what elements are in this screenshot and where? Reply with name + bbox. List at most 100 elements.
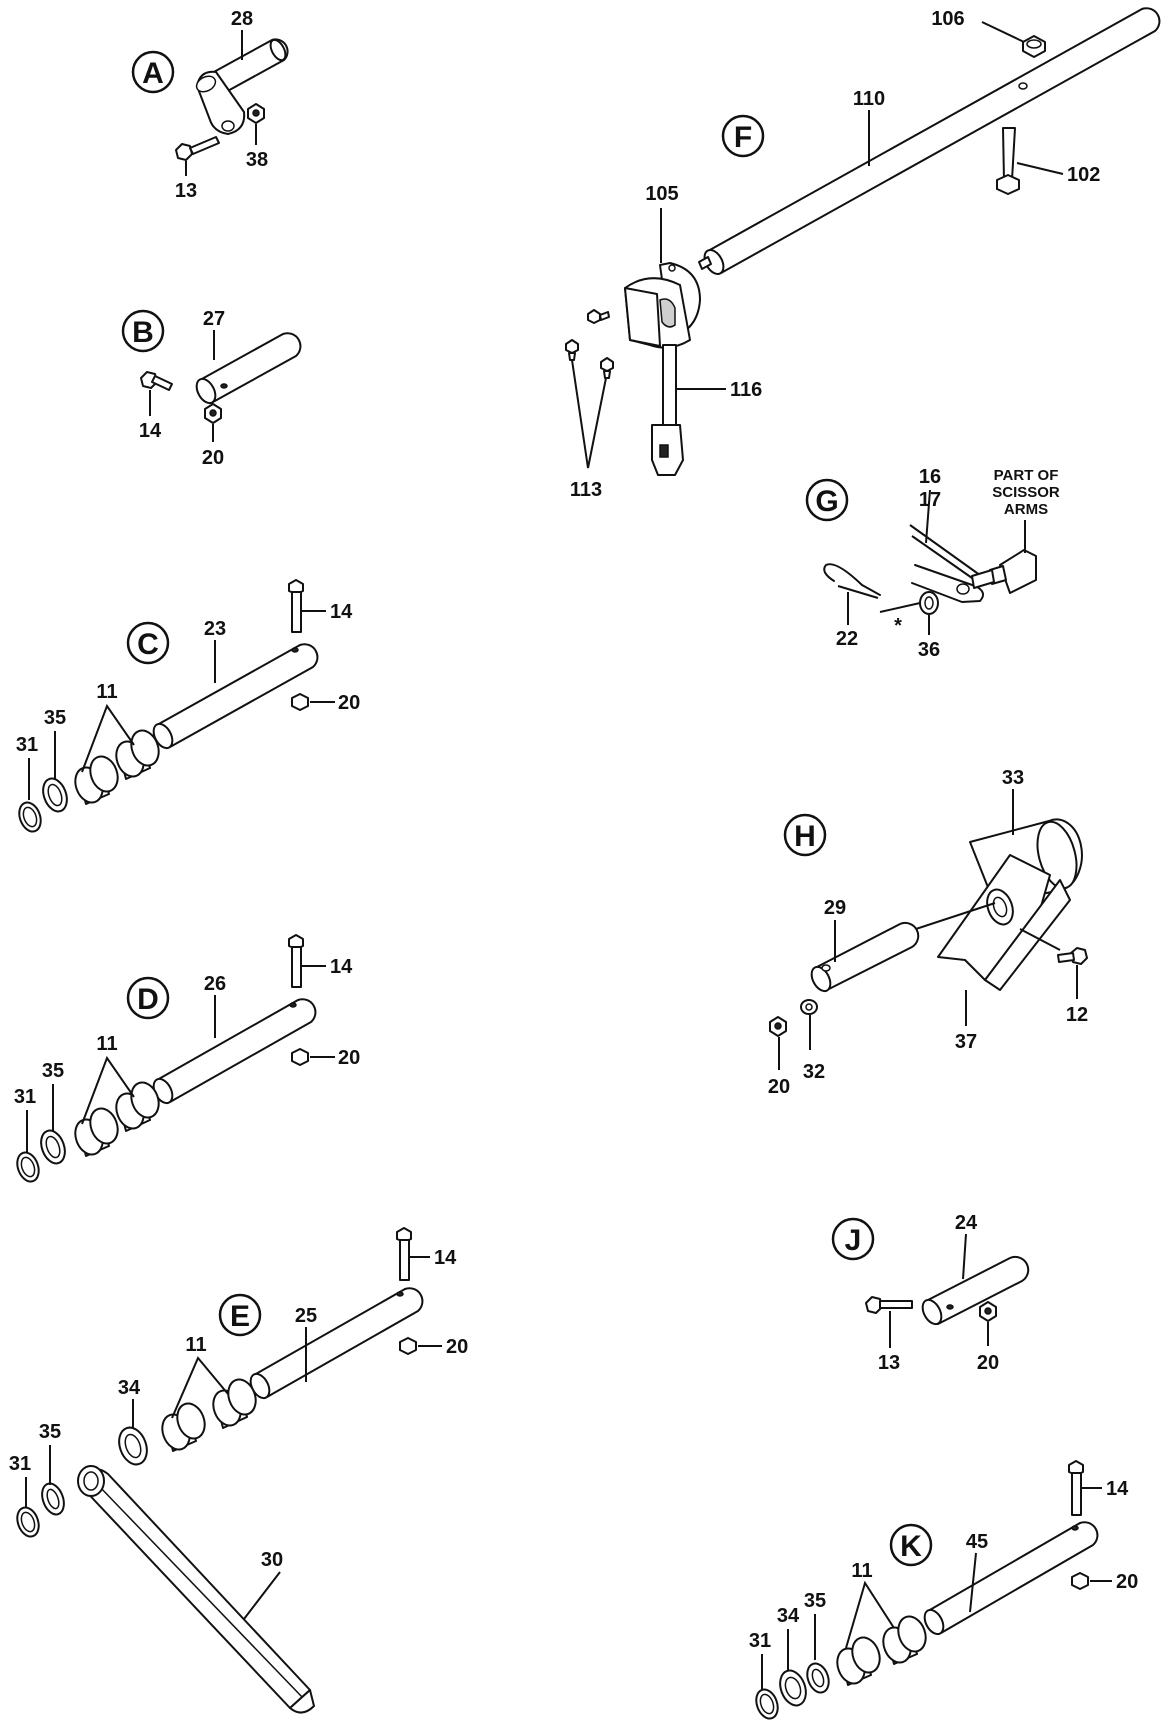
part-20-nut <box>399 1337 417 1355</box>
part-32-clip <box>800 999 818 1015</box>
part-23-shaft <box>152 643 319 750</box>
part-113-screws <box>565 309 614 379</box>
callout-e-31: 31 <box>9 1453 31 1475</box>
group-j: J 24 13 20 <box>831 1212 1030 1374</box>
callout-k-35: 35 <box>804 1590 826 1612</box>
part-20-nut <box>204 403 222 424</box>
part-20-nut <box>291 1048 309 1066</box>
callout-h-33: 33 <box>1002 767 1024 789</box>
part-16-17-plate <box>909 524 985 603</box>
part-30-arm <box>77 1465 315 1714</box>
callout-e-14: 14 <box>434 1247 457 1269</box>
part-36-washer <box>919 591 939 615</box>
callout-g-16: 16 <box>919 466 941 488</box>
part-25-shaft <box>249 1287 424 1400</box>
part-35-washer <box>41 1482 65 1516</box>
part-102-bolt <box>996 127 1020 195</box>
group-c-letter: C <box>137 628 159 661</box>
note-line-2: SCISSOR <box>992 484 1060 501</box>
group-e: E <box>9 1227 468 1714</box>
callout-h-12: 12 <box>1066 1004 1088 1026</box>
callout-a-28: 28 <box>231 8 253 30</box>
part-31-snap-ring <box>755 1688 779 1720</box>
part-27-pin <box>195 332 302 405</box>
callout-k-14: 14 <box>1106 1478 1129 1500</box>
part-14-bolt <box>288 934 304 988</box>
group-d-badge: D <box>126 976 170 1020</box>
scissor-arm-pin <box>971 549 1037 594</box>
part-14-bolt <box>396 1227 412 1281</box>
callout-g-17: 17 <box>919 489 941 511</box>
part-11-bushings <box>161 1378 257 1452</box>
callout-a-13: 13 <box>175 180 197 202</box>
callout-f-110: 110 <box>853 88 885 110</box>
part-106-nut <box>1022 35 1046 58</box>
group-j-letter: J <box>845 1224 862 1257</box>
callout-c-31: 31 <box>16 734 38 756</box>
callout-g-asterisk: * <box>894 615 902 637</box>
callout-e-35: 35 <box>39 1421 61 1443</box>
group-k: K <box>749 1460 1138 1720</box>
callout-b-27: 27 <box>203 308 225 330</box>
callout-c-11: 11 <box>96 681 117 703</box>
part-31-snap-ring <box>16 1151 40 1183</box>
note-part-of-scissor-arms: PART OF SCISSOR ARMS <box>992 467 1060 518</box>
callout-k-20: 20 <box>1116 1571 1138 1593</box>
part-14-bolt <box>140 371 173 391</box>
group-f-badge: F <box>721 114 765 158</box>
callout-e-30: 30 <box>261 1549 283 1571</box>
callout-d-26: 26 <box>204 973 226 995</box>
group-k-letter: K <box>900 1530 922 1563</box>
screw-3 <box>600 357 614 379</box>
screw-1 <box>587 309 610 324</box>
group-c-badge: C <box>126 621 170 665</box>
part-110-tube <box>698 7 1161 276</box>
part-11-bushings <box>836 1615 927 1686</box>
group-j-badge: J <box>831 1217 875 1261</box>
group-e-badge: E <box>218 1293 262 1337</box>
callout-f-113: 113 <box>570 479 602 501</box>
group-b-badge: B <box>121 309 165 353</box>
callout-f-102: 102 <box>1067 164 1100 186</box>
callout-e-20: 20 <box>446 1336 468 1358</box>
callout-h-32: 32 <box>803 1061 825 1083</box>
part-13-bolt <box>175 136 220 161</box>
group-d: D <box>14 934 360 1183</box>
callout-c-35: 35 <box>44 707 66 729</box>
group-g: G 16 17 * 22 36 PART OF <box>805 466 1060 661</box>
callout-b-14: 14 <box>139 420 162 442</box>
callout-j-13: 13 <box>878 1352 900 1374</box>
callout-j-24: 24 <box>955 1212 978 1234</box>
callout-h-37: 37 <box>955 1031 977 1053</box>
part-35-washer <box>806 1662 830 1694</box>
callout-e-11: 11 <box>185 1334 206 1356</box>
group-b-letter: B <box>132 316 154 349</box>
part-20-nut <box>979 1301 997 1322</box>
note-line-3: ARMS <box>1004 501 1048 518</box>
callout-c-14: 14 <box>330 601 353 623</box>
part-11-bushings <box>74 1081 160 1157</box>
part-24-pin <box>921 1255 1030 1326</box>
part-20-nut <box>769 1016 787 1037</box>
callout-h-20: 20 <box>768 1076 790 1098</box>
group-f: F <box>565 7 1161 501</box>
group-h-letter: H <box>794 820 816 853</box>
callout-g-22: 22 <box>836 628 858 650</box>
callout-d-31: 31 <box>14 1086 36 1108</box>
callout-k-34: 34 <box>777 1605 800 1627</box>
part-29-pin <box>810 921 920 993</box>
part-20-nut <box>291 693 309 711</box>
group-b: B 27 14 20 <box>121 308 302 469</box>
callout-f-105: 105 <box>645 183 678 205</box>
callout-c-20: 20 <box>338 692 360 714</box>
note-line-1: PART OF <box>994 467 1059 484</box>
callout-d-11: 11 <box>96 1033 117 1055</box>
callout-j-20: 20 <box>977 1352 999 1374</box>
part-34-washer <box>118 1426 148 1466</box>
callout-k-45: 45 <box>966 1531 988 1553</box>
part-35-washer <box>40 1129 66 1165</box>
part-45-shaft <box>923 1521 1099 1636</box>
callout-k-31: 31 <box>749 1630 771 1652</box>
callout-h-29: 29 <box>824 897 846 919</box>
